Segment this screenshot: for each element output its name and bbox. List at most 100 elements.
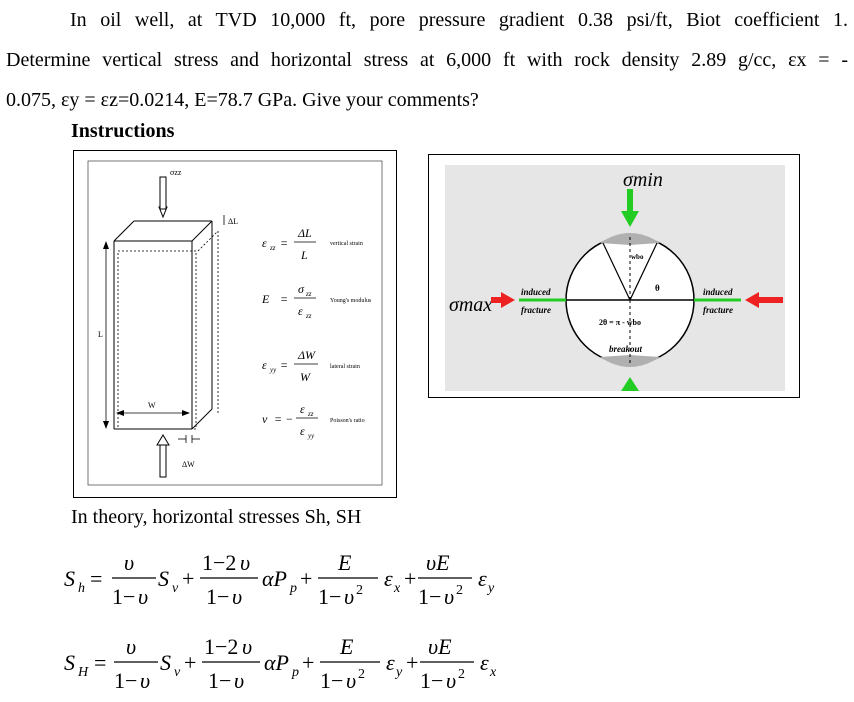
svg-text:+: + <box>302 650 314 675</box>
svg-text:1−: 1− <box>318 584 341 609</box>
problem-line-1: In oil well, at TVD 10,000 ft, pore pres… <box>70 9 848 31</box>
svg-text:ν: ν <box>262 412 268 426</box>
svg-text:1−2: 1−2 <box>204 634 238 659</box>
svg-text:yy: yy <box>307 432 315 440</box>
svg-text:E: E <box>339 634 354 659</box>
svg-text:1−: 1− <box>420 668 443 693</box>
svg-text:ε: ε <box>478 566 487 591</box>
lateral-strain-label: lateral strain <box>330 364 360 370</box>
svg-text:ε: ε <box>298 304 303 318</box>
delta-l-label: ΔL <box>228 217 238 226</box>
svg-text:E: E <box>261 292 270 306</box>
svg-text:1−: 1− <box>208 668 231 693</box>
sigma-max-label: σmax <box>449 294 492 316</box>
svg-text:υ: υ <box>446 668 456 693</box>
svg-text:+: + <box>300 566 312 591</box>
wbo-label: wbo <box>631 253 644 261</box>
svg-text:2: 2 <box>356 583 363 598</box>
youngs-modulus-label: Young's modulus <box>330 298 372 304</box>
svg-text:+: + <box>184 650 196 675</box>
induced-right-label: induced <box>703 287 733 297</box>
fracture-left-label: fracture <box>521 305 551 315</box>
theory-text: In theory, horizontal stresses Sh, SH <box>71 506 362 528</box>
svg-text:1−: 1− <box>320 668 343 693</box>
svg-text:=: = <box>280 236 288 250</box>
svg-text:1−: 1− <box>418 584 441 609</box>
delta-w-label: ΔW <box>182 460 195 469</box>
wellbore-figure: σmin wbo θ σmax induced fracture in <box>445 165 785 391</box>
svg-text:=: = <box>280 292 288 306</box>
svg-text:1−2: 1−2 <box>202 550 236 575</box>
vertical-strain-label: vertical strain <box>330 241 363 247</box>
svg-text:S: S <box>158 566 169 591</box>
svg-text:x: x <box>393 581 401 596</box>
instructions-heading: Instructions <box>71 120 175 142</box>
svg-text:+: + <box>406 650 418 675</box>
fracture-right-label: fracture <box>703 305 733 315</box>
problem-statement: In oil well, at TVD 10,000 ft, pore pres… <box>6 0 848 120</box>
svg-text:αP: αP <box>262 566 287 591</box>
svg-text:L: L <box>300 248 308 262</box>
problem-line-3: 0.075, εy = εz=0.0214, E=78.7 GPa. Give … <box>6 89 479 111</box>
svg-text:zz: zz <box>305 290 312 298</box>
SH-lhs: S <box>64 650 75 675</box>
svg-text:ε: ε <box>480 650 489 675</box>
svg-text:E: E <box>337 550 352 575</box>
sh-lhs: S <box>64 566 75 591</box>
svg-text:S: S <box>160 650 171 675</box>
wellbore-figure-box: σmin wbo θ σmax induced fracture in <box>428 154 800 398</box>
svg-text:y: y <box>486 581 495 596</box>
svg-text:2: 2 <box>458 667 465 682</box>
svg-text:zz: zz <box>305 312 312 320</box>
svg-text:υ: υ <box>124 550 134 575</box>
svg-text:υ: υ <box>346 668 356 693</box>
svg-text:υ: υ <box>242 634 252 659</box>
induced-left-label: induced <box>521 287 551 297</box>
svg-text:σ: σ <box>298 282 305 296</box>
svg-text:ε: ε <box>262 236 267 250</box>
svg-text:2: 2 <box>358 667 365 682</box>
svg-text:x: x <box>489 665 497 680</box>
sigma-min-label: σmin <box>623 169 663 191</box>
svg-text:=: = <box>94 650 106 675</box>
svg-text:αP: αP <box>264 650 289 675</box>
svg-text:υ: υ <box>344 584 354 609</box>
svg-text:ε: ε <box>262 358 267 372</box>
svg-text:zz: zz <box>307 410 314 418</box>
w-label: W <box>148 401 156 410</box>
svg-text:+: + <box>404 566 416 591</box>
svg-text:υ: υ <box>240 550 250 575</box>
svg-text:υ: υ <box>232 584 242 609</box>
svg-text:ΔW: ΔW <box>297 348 316 362</box>
svg-text:1−: 1− <box>206 584 229 609</box>
svg-text:yy: yy <box>269 366 277 374</box>
svg-text:υE: υE <box>428 634 452 659</box>
l-label: L <box>98 330 103 339</box>
two-theta-label: 2θ = π - wbo <box>599 318 641 327</box>
svg-text:1−: 1− <box>114 668 137 693</box>
svg-text:v: v <box>174 665 181 680</box>
svg-text:υ: υ <box>138 584 148 609</box>
svg-text:p: p <box>291 665 299 680</box>
svg-text:ΔL: ΔL <box>297 226 312 240</box>
svg-text:2: 2 <box>456 583 463 598</box>
svg-text:p: p <box>289 581 297 596</box>
problem-line-2: Determine vertical stress and horizontal… <box>6 49 848 71</box>
svg-text:h: h <box>78 581 85 596</box>
theta-label: θ <box>655 283 660 293</box>
poissons-ratio-label: Poisson's ratio <box>330 418 365 424</box>
svg-text:υ: υ <box>140 668 150 693</box>
svg-text:W: W <box>300 370 311 384</box>
svg-text:ε: ε <box>386 650 395 675</box>
svg-text:ε: ε <box>384 566 393 591</box>
svg-text:υ: υ <box>234 668 244 693</box>
svg-text:=: = <box>280 358 288 372</box>
svg-text:ε: ε <box>300 424 305 438</box>
svg-text:v: v <box>172 581 179 596</box>
svg-text:υE: υE <box>426 550 450 575</box>
svg-text:ε: ε <box>300 402 305 416</box>
